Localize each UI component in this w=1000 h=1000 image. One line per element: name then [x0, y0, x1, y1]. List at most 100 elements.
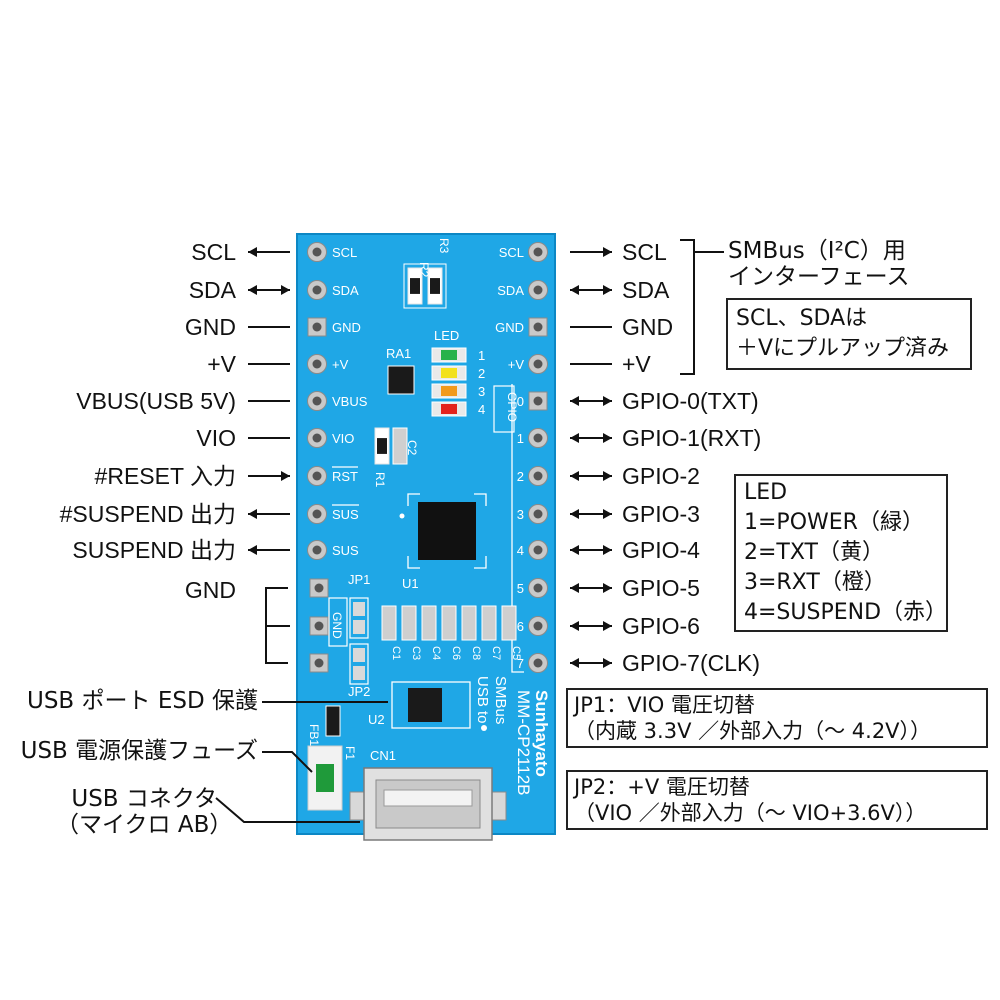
u1-silk: U1	[402, 576, 419, 591]
brand-silk: Sunhayato	[532, 690, 551, 777]
pullup-note-line2: ＋Vにプルアップ済み	[736, 336, 950, 361]
right-silk-5: 1	[517, 431, 524, 446]
cap-C5-silk: C5	[510, 646, 522, 660]
left-pin-label-8: SUSPEND 出力	[72, 537, 236, 563]
smbus-bracket	[680, 239, 695, 375]
led-2-lens	[441, 368, 457, 378]
right-pad-1-hole	[533, 285, 543, 295]
left-pin-arrow-6	[281, 471, 290, 481]
fuse-callout: USB 電源保護フューズ	[20, 738, 258, 764]
right-pin-arrow-0	[603, 247, 612, 257]
right-pin-arrow-b-11	[603, 658, 612, 668]
ra1-chip	[387, 365, 415, 395]
r1-resistor-mark	[377, 438, 387, 454]
right-pin-arrow-b-7	[603, 509, 612, 519]
right-pin-label-0: SCL	[622, 239, 667, 265]
gnd-group-label: GND	[185, 577, 236, 603]
jp1-pad-a	[353, 602, 365, 616]
pullup-note-box: SCL、SDAは ＋Vにプルアップ済み	[726, 298, 972, 370]
gnd-group-pad-1-hole	[314, 621, 324, 631]
left-silk-2: GND	[332, 320, 361, 335]
right-pad-8-hole	[533, 545, 543, 555]
left-pin-label-3: +V	[207, 351, 236, 377]
u1-pin1-dot	[399, 513, 405, 519]
cap-C1-silk: C1	[390, 646, 402, 660]
usb-to-dot	[481, 725, 487, 731]
right-pad-6-hole	[533, 471, 543, 481]
left-pad-6-hole	[312, 471, 322, 481]
r3-silk: R3	[437, 238, 451, 254]
left-pad-0-hole	[312, 247, 322, 257]
cap-C7-silk: C7	[490, 646, 502, 660]
right-pad-9-hole	[533, 583, 543, 593]
left-silk-5: VIO	[332, 431, 354, 446]
r3-resistor-mark	[430, 278, 440, 294]
fb1-silk: FB1	[307, 724, 321, 746]
connector-callout-line1: USB コネクタ	[71, 786, 217, 812]
led-2-number: 2	[478, 366, 485, 381]
right-pin-arrow-b-8	[603, 545, 612, 555]
u2-silk: U2	[368, 712, 385, 727]
gpio-silk-label: GPIO	[505, 392, 519, 422]
jp2-silk: JP2	[348, 684, 370, 699]
right-pin-label-2: GND	[622, 314, 673, 340]
left-pin-label-5: VIO	[196, 425, 236, 451]
cap-C5-body	[501, 605, 517, 641]
right-pin-arrow-a-10	[570, 621, 579, 631]
right-pad-11-hole	[533, 658, 543, 668]
right-pin-arrow-b-10	[603, 621, 612, 631]
cap-C8-body	[461, 605, 477, 641]
cn1-tab-left	[349, 791, 365, 821]
u1-corner-bl	[407, 556, 420, 569]
c2-silk: C2	[405, 440, 419, 456]
right-pin-label-7: GPIO-3	[622, 501, 700, 527]
f1-fuse-center	[316, 764, 334, 792]
right-pin-arrow-a-1	[570, 285, 579, 295]
gpio-silk-box	[493, 385, 515, 433]
jp1-silk: JP1	[348, 572, 370, 587]
left-pad-7-hole	[312, 509, 322, 519]
right-silk-2: GND	[495, 320, 524, 335]
led-legend-box: LED 1=POWER（緑） 2=TXT（黄） 3=RXT（橙） 4=SUSPE…	[734, 474, 948, 632]
c2-capacitor	[392, 427, 408, 465]
led-legend-suspend: 4=SUSPEND（赤）	[744, 600, 948, 625]
right-silk-3: +V	[508, 357, 525, 372]
right-pin-arrow-a-11	[570, 658, 579, 668]
led-legend-txt: 2=TXT（黄）	[744, 540, 884, 565]
jp1-note-line2: （内蔵 3.3V ／外部入力（～ 4.2V））	[574, 719, 932, 743]
esd-callout: USB ポート ESD 保護	[27, 688, 258, 714]
left-pin-label-1: SDA	[189, 277, 237, 303]
left-pin-label-0: SCL	[191, 239, 236, 265]
led-1-number: 1	[478, 348, 485, 363]
right-pin-label-9: GPIO-5	[622, 575, 700, 601]
jp2-note-box: JP2：+V 電圧切替 （VIO ／外部入力（～ VIO+3.6V））	[566, 770, 988, 830]
smbus-silk: SMBus	[492, 676, 509, 724]
left-pin-label-6: #RESET 入力	[95, 463, 236, 489]
right-silk-10: 6	[517, 619, 524, 634]
led-silk-label: LED	[434, 328, 459, 343]
right-pin-arrow-a-8	[570, 545, 579, 555]
r2r3-outline	[403, 263, 447, 309]
led-legend-power: 1=POWER（緑）	[744, 510, 924, 535]
right-pad-0-hole	[533, 247, 543, 257]
cap-C4-body	[421, 605, 437, 641]
right-silk-0: SCL	[499, 245, 524, 260]
left-silk-1: SDA	[332, 283, 359, 298]
right-pin-arrow-b-5	[603, 433, 612, 443]
u1-corner-tl	[407, 493, 420, 506]
right-pin-label-3: +V	[622, 351, 651, 377]
u2-chip	[408, 688, 442, 722]
right-pad-10-hole	[533, 621, 543, 631]
led-legend-title: LED	[744, 480, 788, 505]
cap-C4-silk: C4	[430, 646, 442, 660]
cap-C7-body	[481, 605, 497, 641]
right-silk-11: 7	[517, 656, 524, 671]
right-silk-4: 0	[517, 394, 524, 409]
connector-callout-line2: （マイクロ AB）	[56, 812, 233, 838]
r2-resistor-mark	[410, 278, 420, 294]
right-pin-label-10: GPIO-6	[622, 613, 700, 639]
right-pad-5-hole	[533, 433, 543, 443]
right-pin-arrow-a-5	[570, 433, 579, 443]
left-silk-7: SUS	[332, 507, 359, 522]
